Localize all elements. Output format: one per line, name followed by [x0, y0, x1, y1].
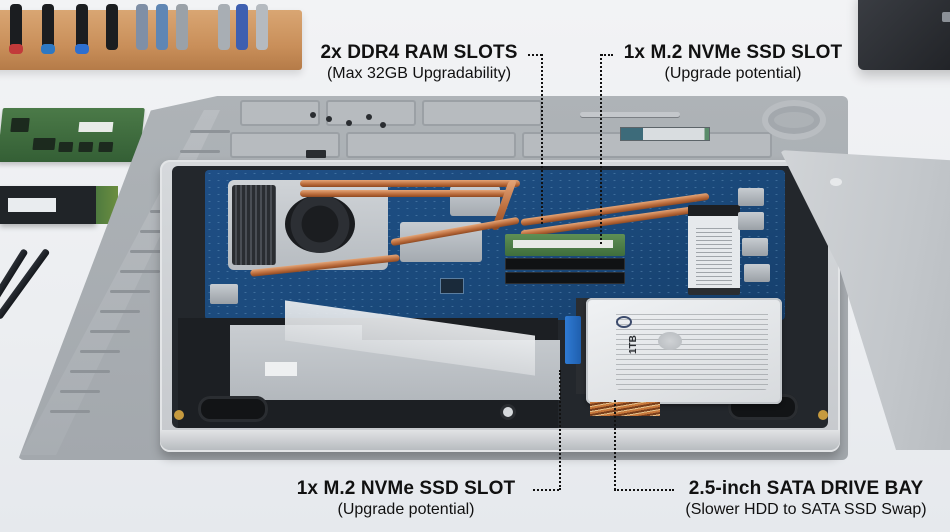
screwdriver-rack	[0, 4, 302, 70]
port-bracket	[744, 264, 770, 282]
screwdriver	[218, 4, 230, 50]
screw	[326, 116, 332, 122]
spare-m2-ssd	[620, 127, 710, 141]
black-device-box	[858, 0, 950, 70]
callout-sata-subtitle: (Slower HDD to SATA SSD Swap)	[685, 501, 927, 518]
screwdriver	[236, 4, 248, 50]
leader-line	[528, 54, 542, 56]
screwdriver	[75, 4, 89, 54]
port-icon	[942, 12, 950, 22]
ram-label	[513, 240, 613, 248]
screwdriver	[9, 4, 23, 54]
port-bracket	[742, 238, 768, 256]
screwdriver	[176, 4, 188, 50]
screw-post	[818, 410, 828, 420]
callout-ram: 2x DDR4 RAM SLOTS (Max 32GB Upgradabilit…	[300, 42, 538, 83]
sata-connector	[565, 316, 581, 364]
mat-parts-trays	[230, 100, 790, 162]
hdd-capacity: 1TB	[628, 335, 639, 354]
ram-module	[505, 234, 625, 256]
sata-hard-drive: 1TB	[586, 298, 782, 404]
leader-line	[559, 370, 561, 490]
callout-m2-bottom: 1x M.2 NVMe SSD SLOT (Upgrade potential)	[286, 478, 526, 519]
callout-m2-bottom-subtitle: (Upgrade potential)	[337, 501, 475, 518]
callout-sata: 2.5-inch SATA DRIVE BAY (Slower HDD to S…	[662, 478, 950, 519]
callout-m2-bottom-title: 1x M.2 NVMe SSD SLOT	[296, 478, 516, 499]
leader-line	[601, 54, 613, 56]
screw	[380, 122, 386, 128]
spudger-tool	[580, 112, 680, 117]
screwdriver	[156, 4, 168, 50]
port-bracket	[738, 212, 764, 230]
cooling-fan	[285, 195, 355, 253]
mat-round-tray	[762, 100, 826, 140]
callout-m2-top-subtitle: (Upgrade potential)	[664, 65, 802, 82]
spindle	[658, 332, 682, 350]
screwdriver	[256, 4, 268, 50]
ram-slot	[505, 272, 625, 284]
callout-sata-title: 2.5-inch SATA DRIVE BAY	[688, 478, 924, 499]
heatpipe	[300, 190, 510, 197]
qr-sticker	[265, 362, 297, 376]
cover-hole	[830, 178, 842, 186]
callout-ram-title: 2x DDR4 RAM SLOTS	[320, 42, 518, 63]
screw-post	[174, 410, 184, 420]
screw	[346, 120, 352, 126]
leader-line	[541, 54, 543, 224]
heatpipe	[300, 180, 520, 187]
callout-ram-subtitle: (Max 32GB Upgradability)	[326, 65, 512, 82]
leader-line	[614, 489, 674, 491]
hdd-label	[616, 310, 768, 390]
chipset	[440, 278, 464, 294]
speaker-left	[198, 396, 268, 422]
laptop-front-edge	[160, 430, 840, 450]
screw-post	[500, 404, 516, 420]
wire-bundle	[590, 402, 660, 416]
screw	[306, 150, 326, 158]
screwdriver	[136, 4, 148, 50]
screw	[366, 114, 372, 120]
screwdriver	[41, 4, 55, 54]
callout-m2-top: 1x M.2 NVMe SSD SLOT (Upgrade potential)	[608, 42, 858, 83]
leader-line	[533, 489, 559, 491]
brand-logo-icon	[616, 316, 632, 328]
leader-line	[614, 400, 616, 490]
screw	[310, 112, 316, 118]
ram-slot	[505, 258, 625, 270]
port-bracket	[210, 284, 238, 304]
port-bracket	[738, 188, 764, 206]
leader-line	[600, 54, 602, 244]
m2-nvme-slot	[688, 205, 740, 295]
callout-m2-top-title: 1x M.2 NVMe SSD SLOT	[623, 42, 843, 63]
heatsink-fins	[232, 185, 276, 265]
screwdriver	[106, 4, 118, 50]
